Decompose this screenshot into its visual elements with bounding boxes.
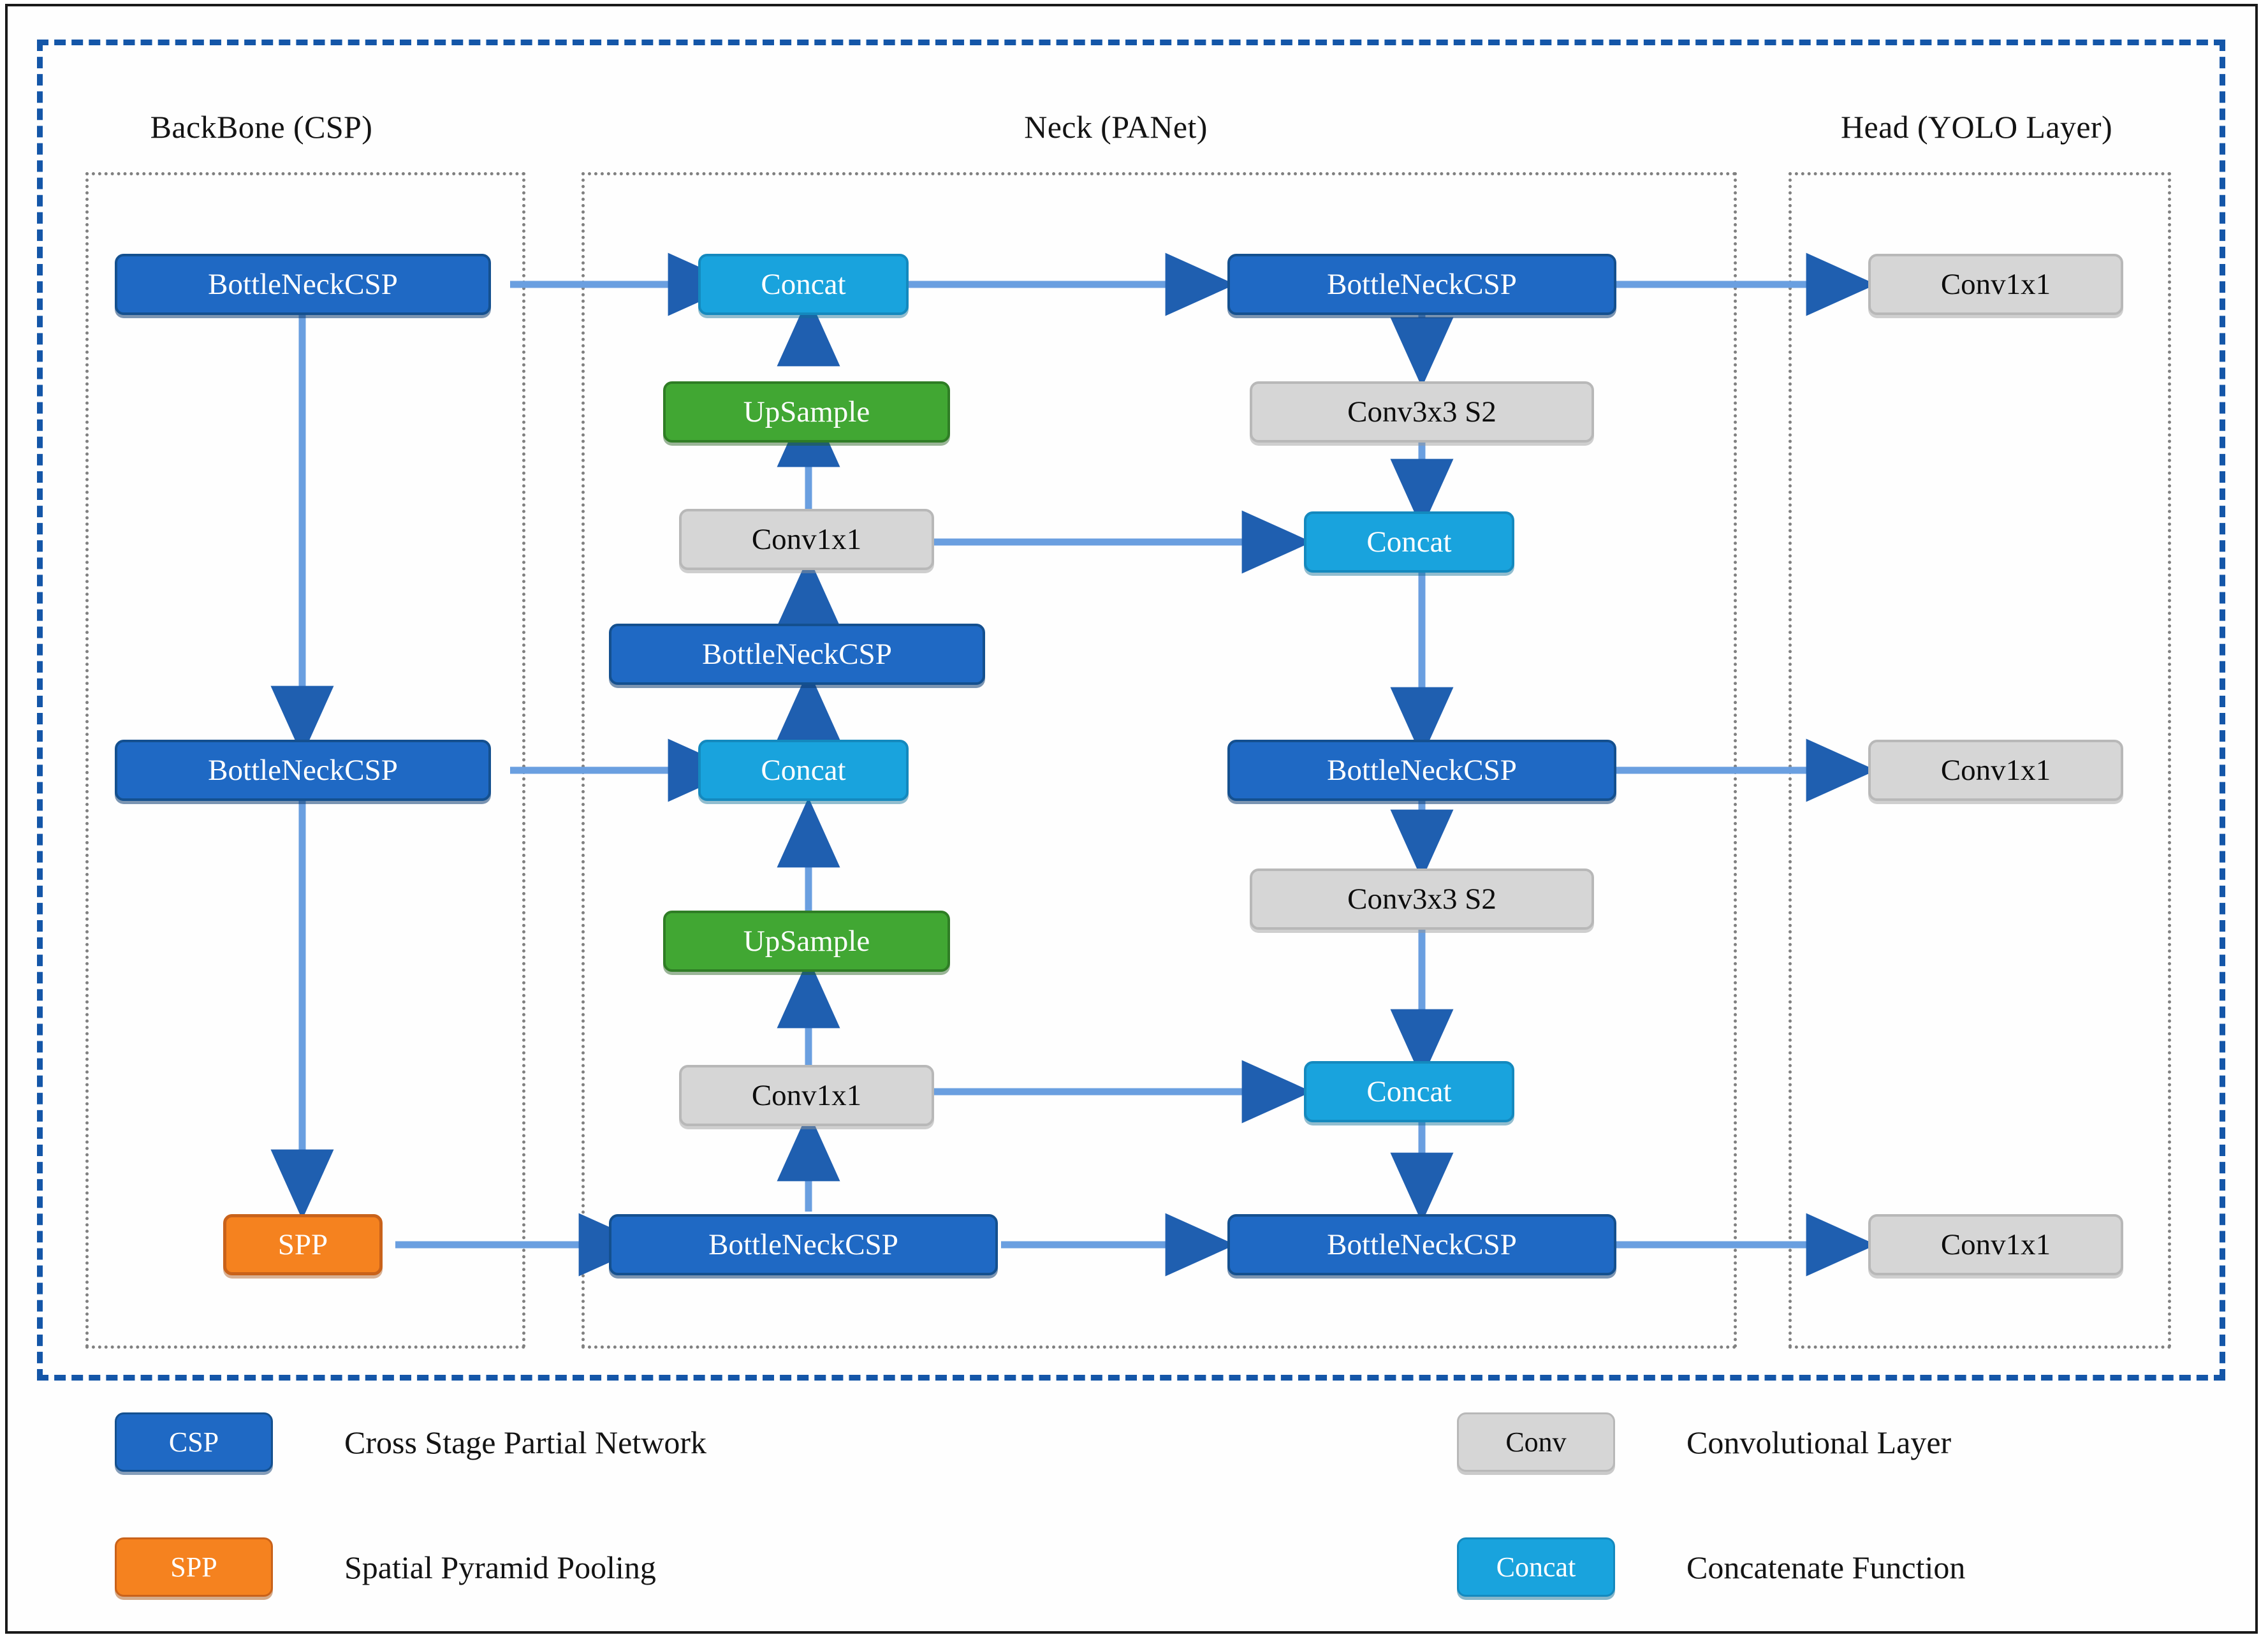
node-conv3x3-s2-1[interactable]: Conv3x3 S2 (1250, 381, 1594, 443)
node-conv3x3-s2-2[interactable]: Conv3x3 S2 (1250, 869, 1594, 930)
node-concat-neckright-2[interactable]: Concat (1304, 1061, 1514, 1122)
legend-row-conv: Conv Convolutional Layer (1457, 1412, 1951, 1472)
node-conv1x1-head-3[interactable]: Conv1x1 (1868, 1214, 2123, 1275)
node-bottleneckcsp-neck-1[interactable]: BottleNeckCSP (609, 624, 985, 685)
section-title-backbone: BackBone (CSP) (150, 109, 373, 145)
legend-text-spp: Spatial Pyramid Pooling (344, 1549, 656, 1585)
legend-row-spp: SPP Spatial Pyramid Pooling (115, 1537, 656, 1597)
legend-chip-concat: Concat (1457, 1537, 1615, 1597)
legend-text-csp: Cross Stage Partial Network (344, 1424, 706, 1460)
legend-text-concat: Concatenate Function (1686, 1549, 1966, 1585)
section-title-neck: Neck (PANet) (1024, 109, 1208, 145)
node-bottleneckcsp-neckright-1[interactable]: BottleNeckCSP (1227, 254, 1616, 315)
section-title-head: Head (YOLO Layer) (1840, 109, 2113, 145)
node-bottleneckcsp-backbone-2[interactable]: BottleNeckCSP (115, 740, 491, 801)
node-conv1x1-head-2[interactable]: Conv1x1 (1868, 740, 2123, 801)
node-concat-neckright-1[interactable]: Concat (1304, 511, 1514, 573)
legend-row-concat: Concat Concatenate Function (1457, 1537, 1965, 1597)
legend-text-conv: Convolutional Layer (1686, 1424, 1952, 1460)
legend-chip-csp: CSP (115, 1412, 273, 1472)
network-dashed-region (37, 40, 2225, 1381)
node-upsample-2[interactable]: UpSample (663, 911, 950, 972)
section-container-backbone (85, 172, 525, 1349)
node-conv1x1-head-1[interactable]: Conv1x1 (1868, 254, 2123, 315)
node-bottleneckcsp-neck-2[interactable]: BottleNeckCSP (609, 1214, 998, 1275)
node-bottleneckcsp-backbone-1[interactable]: BottleNeckCSP (115, 254, 491, 315)
node-bottleneckcsp-neckright-3[interactable]: BottleNeckCSP (1227, 1214, 1616, 1275)
node-concat-neck-1[interactable]: Concat (698, 254, 909, 315)
legend-row-csp: CSP Cross Stage Partial Network (115, 1412, 706, 1472)
legend: CSP Cross Stage Partial Network SPP Spat… (38, 1412, 2219, 1604)
node-bottleneckcsp-neckright-2[interactable]: BottleNeckCSP (1227, 740, 1616, 801)
section-container-head (1789, 172, 2171, 1349)
node-upsample-1[interactable]: UpSample (663, 381, 950, 443)
node-spp[interactable]: SPP (223, 1214, 383, 1275)
legend-chip-spp: SPP (115, 1537, 273, 1597)
node-conv1x1-neck-1[interactable]: Conv1x1 (679, 509, 934, 570)
legend-chip-conv: Conv (1457, 1412, 1615, 1472)
section-container-neck (582, 172, 1737, 1349)
node-concat-neck-2[interactable]: Concat (698, 740, 909, 801)
node-conv1x1-neck-2[interactable]: Conv1x1 (679, 1065, 934, 1126)
